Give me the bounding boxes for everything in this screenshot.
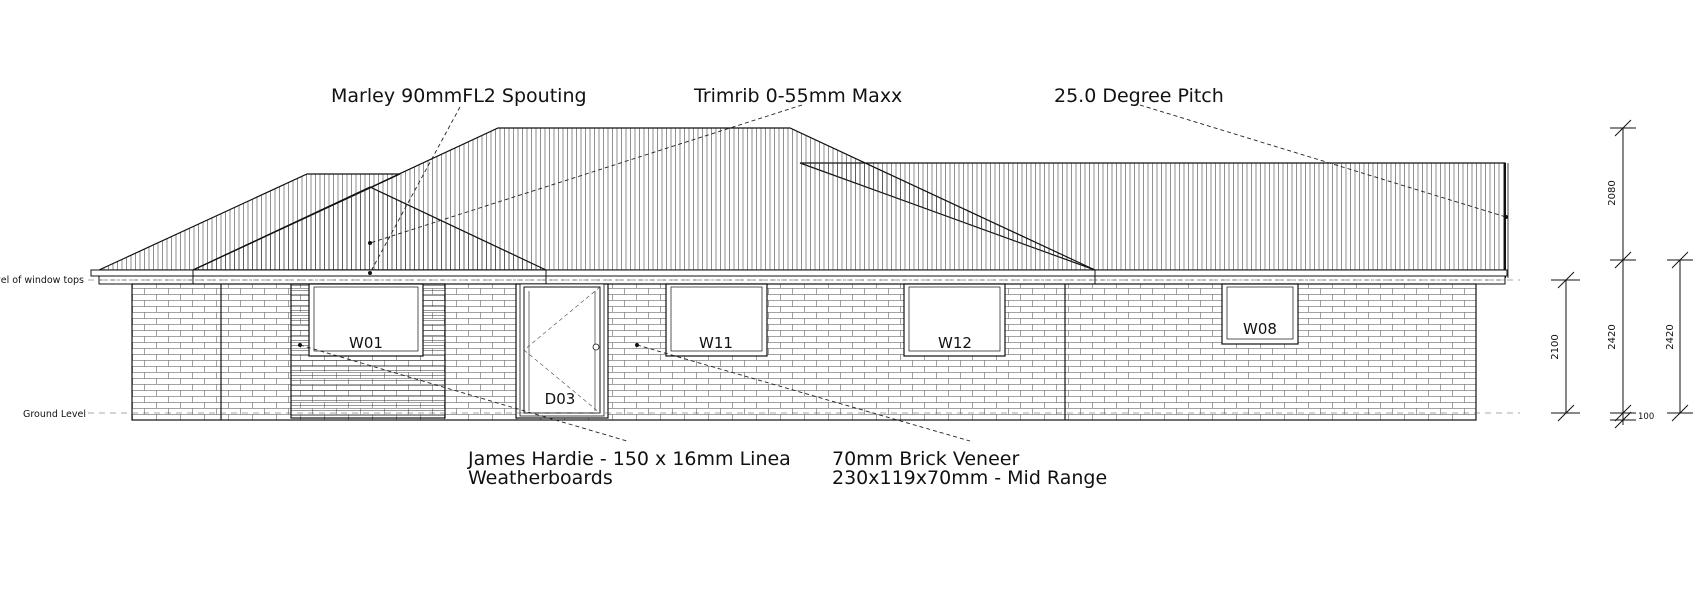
- window-w08-label: W08: [1243, 320, 1277, 338]
- foundation-dimension-text: 100: [1638, 412, 1654, 422]
- veneer-callout-line2: 230x119x70mm - Mid Range: [832, 467, 1107, 489]
- pitch-leader: [1139, 104, 1507, 218]
- door-d03-leaf: [523, 286, 601, 414]
- door-d03-label: D03: [545, 390, 576, 408]
- cladding-leader: [299, 344, 628, 442]
- dimensions: [1551, 119, 1693, 429]
- wall-height-right-dimension-text: 2420: [1665, 324, 1676, 349]
- cladding-callout-line1: James Hardie - 150 x 16mm Linea: [467, 448, 791, 470]
- wall-height-right-bottom-tick: [1671, 404, 1689, 422]
- roof-height-dimension-text: 2080: [1607, 180, 1618, 205]
- pitch-callout: 25.0 Degree Pitch: [1054, 85, 1224, 107]
- door-d03: D03: [515, 283, 609, 419]
- callouts: Marley 90mmFL2 Spouting Trimrib 0-55mm M…: [331, 85, 1224, 489]
- roofing-leader: [369, 104, 803, 244]
- height-chain-eave-tick: [1614, 251, 1632, 269]
- fascia-gutter: [90, 269, 1508, 285]
- window-w11: W11: [665, 283, 768, 357]
- ground-level-label: Ground Level: [23, 409, 86, 420]
- spouting-leader-dot: [368, 271, 372, 275]
- wall-height-dimension-text: 2420: [1607, 324, 1618, 349]
- wall-height-right-top-tick: [1671, 251, 1689, 269]
- window-w08: W08: [1221, 283, 1299, 345]
- window-head-dim-bottom-tick: [1557, 404, 1575, 422]
- window-head-dimension-text: 2100: [1550, 334, 1561, 359]
- dimension-labels: 2100 2080 2420 2420 100: [1550, 180, 1676, 422]
- pitch-leader-dot: [1504, 215, 1508, 219]
- roof: [98, 127, 1509, 278]
- callout-leaders: [299, 104, 1507, 442]
- window-w11-glazing: [670, 286, 763, 352]
- spouting-leader: [369, 106, 461, 274]
- window-w01-label: W01: [349, 334, 383, 352]
- door-handle-icon: [592, 343, 600, 351]
- roofing-leader-dot: [368, 241, 372, 245]
- gutter-strip: [90, 269, 1508, 277]
- veneer-leader-dot: [635, 343, 639, 347]
- window-w12-glazing: [908, 286, 1001, 352]
- door-d03-swing-bottom: [523, 349, 601, 414]
- height-chain-top-tick: [1614, 119, 1632, 137]
- veneer-leader: [636, 344, 971, 442]
- window-w12: W12: [903, 283, 1006, 357]
- veneer-callout-line1: 70mm Brick Veneer: [832, 448, 1019, 470]
- height-chain-ground-tick: [1614, 404, 1632, 422]
- height-chain-foundation-tick: [1614, 411, 1632, 429]
- spouting-callout: Marley 90mmFL2 Spouting: [331, 85, 587, 107]
- window-head-dim-top-tick: [1557, 271, 1575, 289]
- roofing-callout: Trimrib 0-55mm Maxx: [693, 85, 902, 107]
- leader-dots: [298, 215, 1508, 347]
- cladding-callout-line2: Weatherboards: [468, 467, 613, 489]
- level-lines: Level of window tops Ground Level: [0, 275, 1520, 420]
- window-w11-label: W11: [699, 334, 733, 352]
- door-d03-swing-top: [523, 286, 601, 351]
- window-w01: W01: [308, 283, 424, 357]
- cladding-leader-dot: [298, 343, 302, 347]
- window-w01-glazing: [313, 286, 419, 352]
- window-w08-glazing: [1226, 286, 1294, 340]
- window-tops-level-label: Level of window tops: [0, 275, 84, 286]
- window-w12-label: W12: [938, 334, 972, 352]
